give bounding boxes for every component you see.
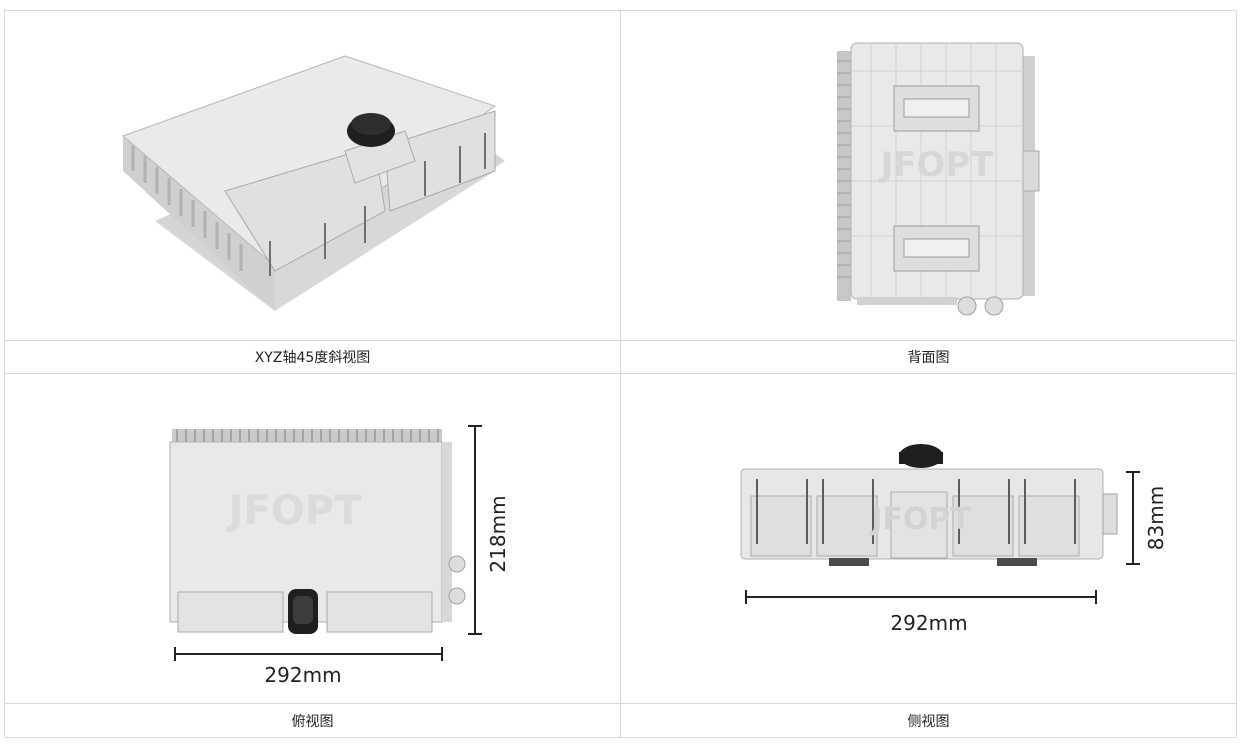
caption-side: 侧视图 [621, 704, 1237, 738]
side-height-label: 83mm [1144, 486, 1168, 550]
top-width-label: 292mm [264, 663, 341, 687]
back-watermark: JFOPT [879, 145, 995, 185]
product-views-table: JFOPT XYZ轴45度斜视图 背面图 [4, 10, 1237, 738]
caption-side-text: 侧视图 [907, 713, 950, 730]
caption-iso-text: XYZ轴45度斜视图 [254, 350, 371, 366]
side-view-image: JFOPT 83mm 292mm [740, 444, 1168, 635]
side-view-cell: JFOPT 83mm 292mm [621, 374, 1237, 704]
top-view-image: JFOPT 218mm 292mm [169, 425, 510, 687]
caption-top-text: 俯视图 [291, 713, 334, 730]
caption-back-text: 背面图 [907, 350, 950, 366]
top-view-cell: JFOPT 218mm 292mm [5, 374, 621, 704]
back-view-cell: JFOPT [621, 11, 1237, 341]
iso-view-cell [5, 11, 621, 341]
side-watermark: JFOPT [869, 502, 971, 537]
back-view-image: JFOPT [837, 42, 1040, 316]
caption-iso: XYZ轴45度斜视图 [5, 341, 621, 374]
top-height-label: 218mm [486, 495, 510, 572]
caption-back: 背面图 [621, 341, 1237, 374]
caption-top: 俯视图 [5, 704, 621, 738]
top-watermark: JFOPT [226, 488, 363, 534]
iso-view-image [122, 55, 505, 311]
side-width-label: 292mm [890, 611, 967, 635]
